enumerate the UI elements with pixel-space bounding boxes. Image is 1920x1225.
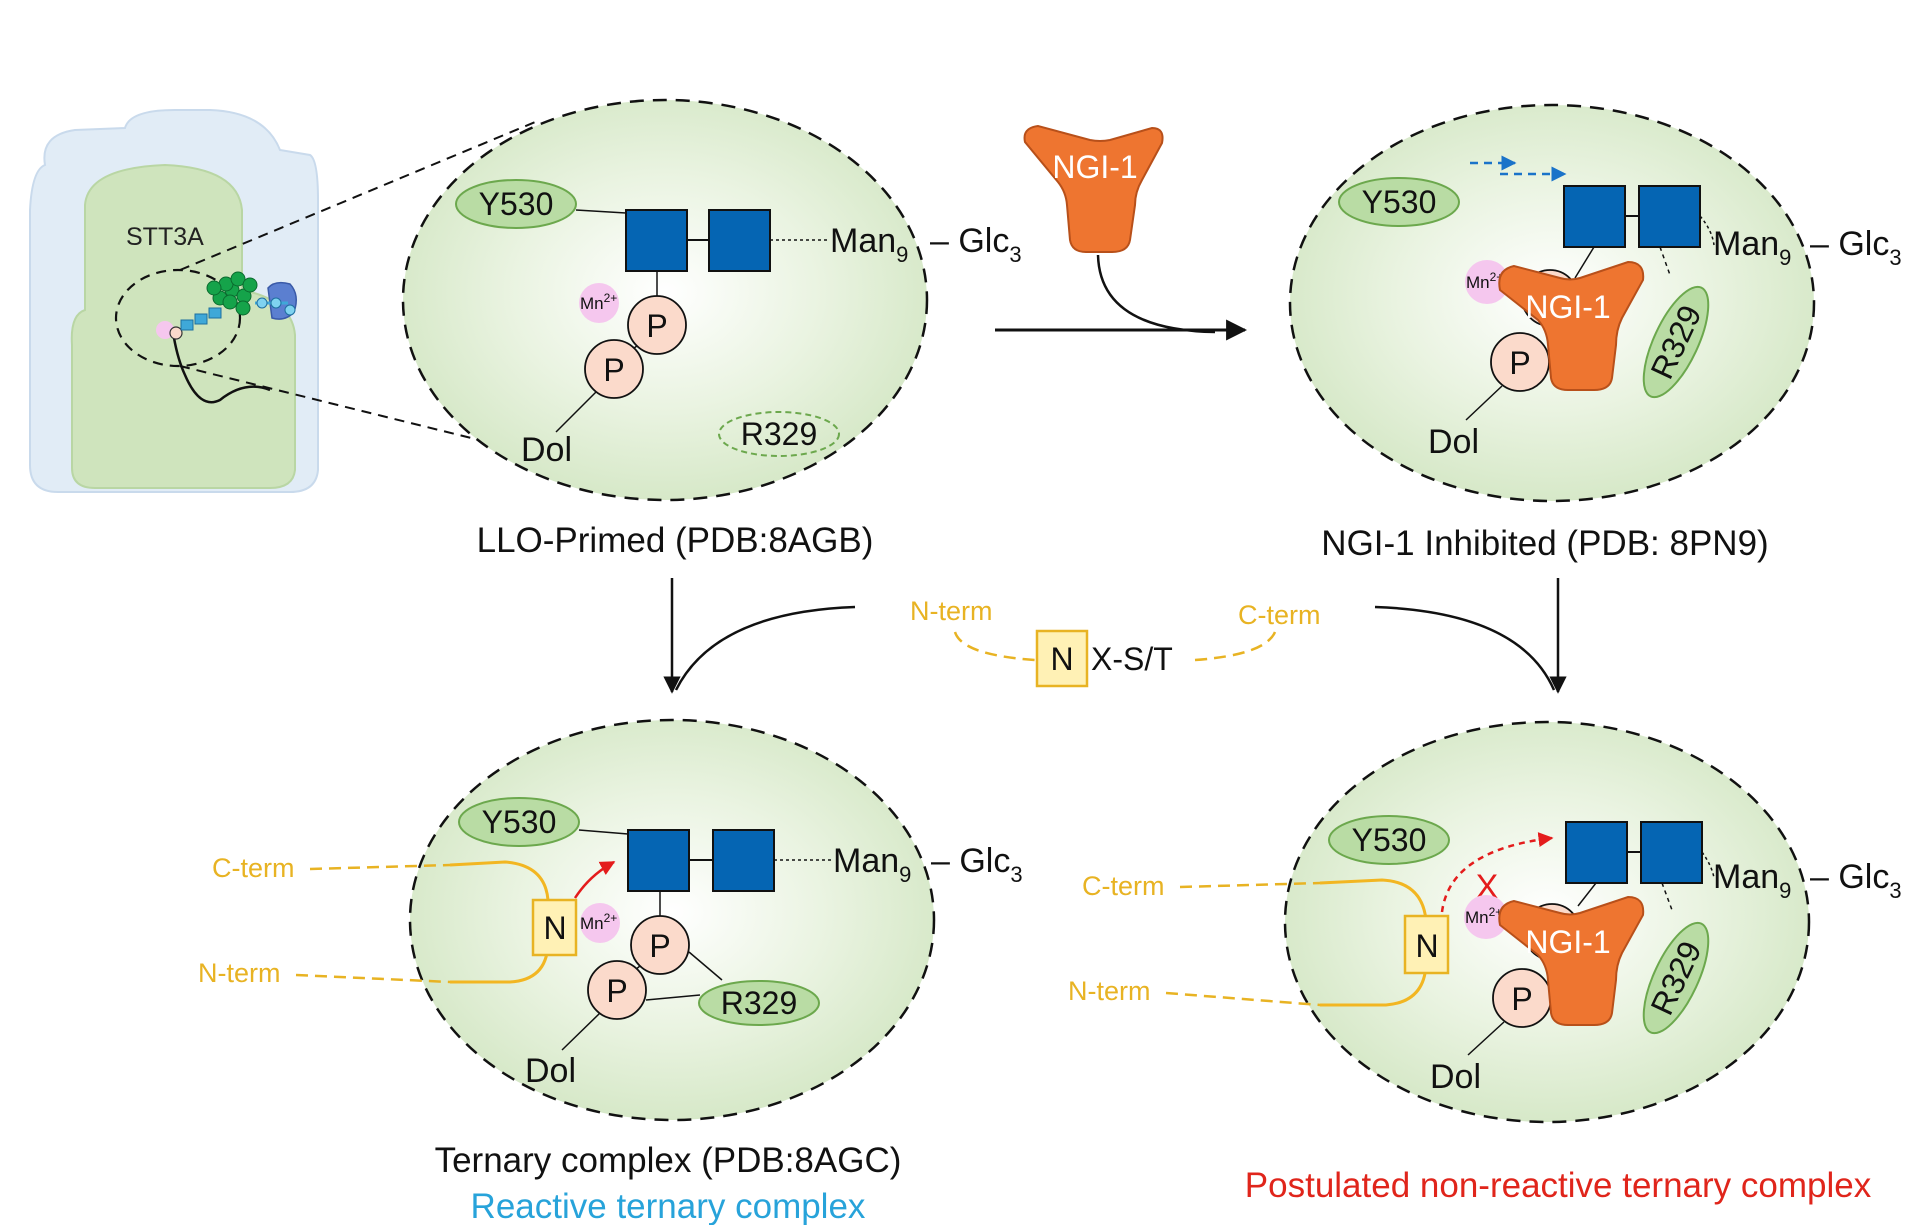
svg-text:NGI-1: NGI-1: [1525, 289, 1610, 325]
glcnac-square-1: [1565, 821, 1628, 884]
manganese-ion: [580, 903, 620, 943]
phosphate-beta: [627, 295, 687, 355]
thumbnail-glycan-icon: [206, 271, 258, 316]
sequon-motif: X-S/T: [1091, 641, 1173, 677]
svg-text:P: P: [606, 973, 627, 1009]
tyrosine-y530-badge: [458, 797, 580, 847]
sequon-c-term: C-term: [1238, 600, 1321, 630]
arginine-r329-badge: [698, 980, 820, 1026]
svg-text:P: P: [603, 352, 624, 388]
manganese-ion: [579, 283, 619, 323]
asparagine-box: [531, 898, 578, 957]
svg-text:P: P: [1511, 981, 1532, 1017]
svg-text:Y530: Y530: [479, 186, 554, 222]
glcnac-square-1: [1563, 185, 1626, 248]
glcnac-square-1: [627, 829, 690, 892]
thumbnail-mn-icon: [156, 321, 174, 339]
stt3a-thumbnail: STT3A: [29, 109, 541, 493]
phosphate-alpha: [587, 960, 647, 1020]
svg-text:Mn2+: Mn2+: [580, 291, 617, 313]
svg-text:Mn2+: Mn2+: [1466, 270, 1503, 292]
svg-text:– Glc3: – Glc3: [931, 842, 1023, 887]
svg-text:N: N: [543, 910, 566, 946]
sequon-asparagine-box: [1035, 629, 1089, 688]
svg-text:Y530: Y530: [482, 804, 557, 840]
manganese-ion: [1464, 895, 1508, 939]
svg-text:Man9: Man9: [833, 842, 911, 887]
svg-text:Man9: Man9: [1713, 858, 1791, 903]
svg-text:N: N: [1415, 928, 1438, 964]
sequon-n-term: N-term: [910, 596, 993, 626]
thumbnail-phosphate-icon: [169, 326, 183, 340]
asparagine-box: [1403, 914, 1450, 975]
dolichol-label: Dol: [525, 1052, 576, 1090]
non-reactive-caption: Postulated non-reactive ternary complex: [1245, 1166, 1872, 1205]
svg-text:R329: R329: [741, 416, 818, 452]
svg-text:– Glc3: – Glc3: [1810, 225, 1902, 270]
svg-text:N: N: [1050, 641, 1073, 677]
zoom-line-top: [179, 119, 541, 271]
ngi-1-free-molecule: [1023, 124, 1164, 253]
tyrosine-y530-badge: [455, 179, 577, 229]
panel-non-reactive-complex: C-term N-term N X Y530 Man9 – Glc3 Mn2+ …: [1068, 720, 1902, 1205]
glcnac-square-2: [1638, 185, 1701, 248]
tyrosine-y530-badge: [1328, 815, 1450, 865]
svg-text:P: P: [649, 928, 670, 964]
glcnac-square-2: [708, 209, 771, 272]
llo-primed-caption: LLO-Primed (PDB:8AGB): [477, 521, 874, 560]
svg-text:Y530: Y530: [1362, 184, 1437, 220]
svg-text:R329: R329: [721, 985, 798, 1021]
ngi-1-binding-step: NGI-1: [995, 124, 1248, 341]
glcnac-square-1: [625, 209, 688, 272]
peptide-c-term: C-term: [212, 853, 295, 883]
phosphate-alpha: [584, 339, 644, 399]
ngi-1-bound-molecule: [1498, 895, 1645, 1026]
svg-text:Y530: Y530: [1352, 822, 1427, 858]
peptide-c-term: C-term: [1082, 871, 1165, 901]
thumbnail-zoom-region: [114, 268, 242, 368]
peptide-n-term: N-term: [1068, 976, 1151, 1006]
dolichol-label: Dol: [1430, 1058, 1481, 1096]
panel-ternary-complex: C-term N-term N Y530 Man9 – Glc3 Mn2+ P …: [198, 718, 1023, 1225]
stt3a-label: STT3A: [126, 223, 204, 251]
tyrosine-y530-badge: [1338, 177, 1460, 227]
ngi-inhibited-caption: NGI-1 Inhibited (PDB: 8PN9): [1321, 524, 1768, 563]
svg-text:NGI-1: NGI-1: [1525, 924, 1610, 960]
glcnac-square-2: [1640, 821, 1703, 884]
panel-llo-primed: Y530 Man9 – Glc3 Mn2+ P P Dol R329 LLO-P…: [401, 98, 1022, 560]
arginine-r329-badge: [718, 411, 840, 457]
svg-text:P: P: [1509, 345, 1530, 381]
glcnac-square-2: [712, 829, 775, 892]
svg-text:Man9: Man9: [1713, 225, 1791, 270]
mannose-label: Man9: [830, 222, 908, 267]
svg-text:Mn2+: Mn2+: [580, 911, 617, 933]
ternary-caption: Ternary complex (PDB:8AGC): [435, 1141, 902, 1180]
svg-text:– Glc3: – Glc3: [1810, 858, 1902, 903]
blocked-transfer-arrow: [1440, 832, 1554, 913]
manganese-ion: [1465, 260, 1509, 304]
ngi-1-bound-molecule: [1498, 260, 1645, 391]
svg-text:NGI-1: NGI-1: [1052, 149, 1137, 185]
svg-text:P: P: [646, 308, 667, 344]
phosphate-beta: [630, 915, 690, 975]
glucose-label: – Glc3: [930, 222, 1022, 267]
panel-ngi-inhibited: Y530 Man9 – Glc3 Mn2+ P NGI-1 Dol R329 N…: [1288, 103, 1902, 563]
peptide-n-term: N-term: [198, 958, 281, 988]
dolichol-label: Dol: [521, 431, 572, 469]
dolichol-label: Dol: [1428, 423, 1479, 461]
reactive-subcaption: Reactive ternary complex: [471, 1187, 866, 1225]
sequon-addition-step: N-term C-term N X-S/T: [663, 578, 1567, 694]
transfer-arrow-red: [573, 860, 616, 899]
